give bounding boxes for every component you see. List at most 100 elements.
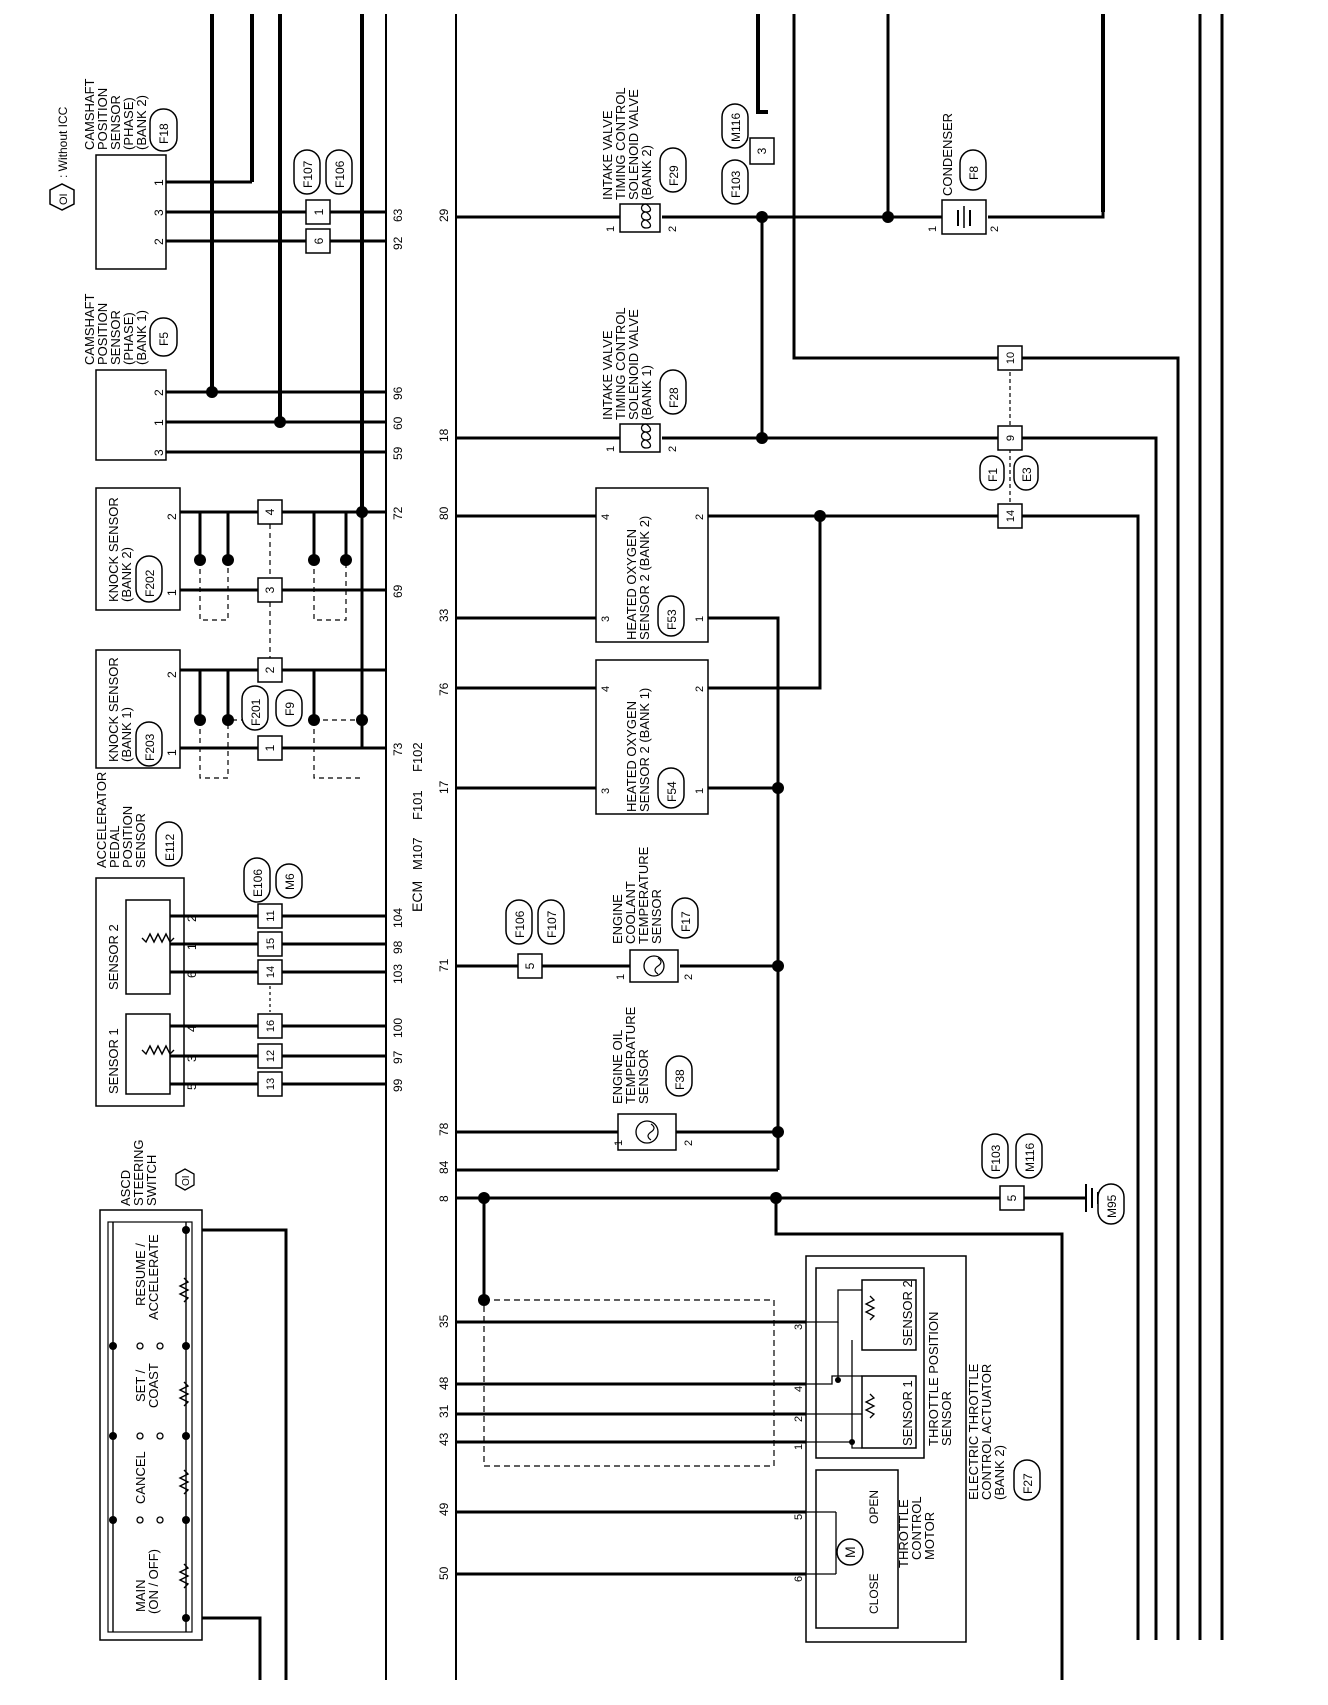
svg-text:F107: F107: [301, 160, 315, 188]
svg-text:2: 2: [165, 513, 179, 520]
ascd-wires: [202, 1228, 288, 1680]
ecm-connector-m107: M107: [410, 837, 425, 870]
svg-text:F103: F103: [989, 1144, 1003, 1172]
svg-text:14: 14: [265, 966, 277, 978]
svg-text:76: 76: [437, 682, 451, 696]
joint-f107-f106: 1 6 F107 F106: [293, 149, 353, 254]
svg-text:43: 43: [437, 1432, 451, 1446]
ho2s-bank1: HEATED OXYGEN SENSOR 2 (BANK 1) F54 4 3 …: [595, 659, 709, 815]
camshaft-wires: [166, 180, 386, 454]
camshaft-bank1-connector: F5: [157, 332, 171, 346]
ground-icon: [1085, 1184, 1099, 1212]
svg-text:2: 2: [152, 389, 166, 396]
svg-text:69: 69: [391, 584, 405, 598]
svg-text:4: 4: [600, 514, 612, 520]
svg-text:STEERING: STEERING: [131, 1140, 146, 1206]
svg-text:72: 72: [391, 506, 405, 520]
knock-sensor-bank2: KNOCK SENSOR (BANK 2) F202 2 1: [95, 487, 181, 611]
svg-text:M6: M6: [283, 873, 297, 890]
svg-text:3: 3: [152, 209, 166, 216]
svg-text:SENSOR: SENSOR: [133, 813, 148, 868]
joint-f106-f107-ect: 5 F106 F107: [505, 899, 565, 979]
joint-f201-f9: 4 3 2 1 F201 F9: [241, 499, 303, 761]
svg-text:98: 98: [391, 940, 405, 954]
svg-text:3: 3: [600, 616, 612, 622]
svg-text:ENGINE OIL: ENGINE OIL: [610, 1030, 625, 1104]
camshaft-sensor-bank1: CAMSHAFT POSITION SENSOR (PHASE) (BANK 1…: [82, 293, 178, 461]
knock-shield: [199, 524, 362, 779]
svg-text:F28: F28: [667, 387, 681, 408]
svg-text:2: 2: [152, 238, 166, 245]
svg-text:F201: F201: [249, 698, 263, 726]
svg-text:INTAKE VALVE: INTAKE VALVE: [600, 330, 615, 420]
svg-text:1: 1: [152, 179, 166, 186]
svg-text:5: 5: [1005, 1194, 1019, 1201]
ect-sensor: ENGINE COOLANT TEMPERATURE SENSOR F17 1 …: [610, 846, 699, 983]
camshaft-sensor-bank2: CAMSHAFT POSITION SENSOR (PHASE) (BANK 2…: [82, 78, 178, 270]
svg-text:2: 2: [989, 226, 1001, 232]
svg-text:OPEN: OPEN: [867, 1490, 881, 1524]
svg-text:F53: F53: [665, 609, 679, 630]
svg-text:(BANK 2): (BANK 2): [134, 95, 149, 150]
svg-text:TEMPERATURE: TEMPERATURE: [623, 1006, 638, 1104]
joint-e106-m6: 11 15 14 16 12 13 E106 M6: [243, 857, 303, 1097]
svg-text:(PHASE): (PHASE): [121, 97, 136, 150]
svg-text:F38: F38: [673, 1069, 687, 1090]
svg-text:80: 80: [437, 506, 451, 520]
svg-text:SENSOR: SENSOR: [108, 310, 123, 365]
svg-text:RESUME /: RESUME /: [133, 1243, 148, 1306]
camshaft-bank2-connector: F18: [157, 123, 171, 144]
svg-text:CAMSHAFT: CAMSHAFT: [82, 78, 97, 150]
svg-text:(BANK 2): (BANK 2): [119, 547, 134, 602]
svg-text:31: 31: [437, 1404, 451, 1418]
ecm-label: ECM: [409, 881, 425, 912]
svg-text:CONDENSER: CONDENSER: [940, 113, 955, 196]
svg-text:POSITION: POSITION: [95, 303, 110, 365]
svg-text:14: 14: [1005, 510, 1017, 522]
svg-text:5: 5: [793, 1514, 805, 1520]
svg-text:SOLENOID VALVE: SOLENOID VALVE: [626, 309, 641, 420]
joint-f1-e3: 10 9 14 F1 E3: [979, 345, 1039, 529]
svg-text:CONTROL ACTUATOR: CONTROL ACTUATOR: [979, 1364, 994, 1500]
svg-text:CONTROL: CONTROL: [909, 1496, 924, 1560]
svg-text:SENSOR 2: SENSOR 2: [106, 924, 121, 990]
svg-text:F17: F17: [679, 911, 693, 932]
svg-text:E106: E106: [251, 869, 265, 897]
svg-text:92: 92: [391, 236, 405, 250]
svg-text:KNOCK SENSOR: KNOCK SENSOR: [106, 497, 121, 602]
svg-text:18: 18: [437, 428, 451, 442]
joint-f103-m116-ivt: 3 M116 F103: [721, 103, 775, 205]
svg-text:3: 3: [263, 586, 277, 593]
knock-wires: [180, 510, 386, 750]
svg-text:35: 35: [437, 1314, 451, 1328]
svg-text:M95: M95: [1105, 1194, 1119, 1218]
svg-text:(BANK 2): (BANK 2): [992, 1445, 1007, 1500]
svg-text:ACCELERATE: ACCELERATE: [146, 1234, 161, 1320]
ecm-terminals-right: 29 18 80 33 76 17 71 78 84 8 35 48 31 43…: [437, 208, 451, 1580]
svg-text:SENSOR: SENSOR: [636, 1049, 651, 1104]
ecm-terminals-left: 63 92 96 60 59 72 69 73 104 98 103 100 9…: [391, 208, 405, 1092]
svg-text:3: 3: [793, 1324, 805, 1330]
svg-text:ACCELERATOR: ACCELERATOR: [94, 772, 109, 868]
eot-sensor: ENGINE OIL TEMPERATURE SENSOR F38 1 2: [610, 1006, 695, 1151]
svg-text:(PHASE): (PHASE): [121, 312, 136, 365]
svg-text:2: 2: [694, 514, 706, 520]
svg-text:103: 103: [391, 964, 405, 984]
svg-text:1: 1: [185, 943, 199, 950]
svg-text:COOLANT: COOLANT: [623, 881, 638, 944]
svg-text:M116: M116: [729, 113, 743, 142]
svg-text:TIMING CONTROL: TIMING CONTROL: [613, 307, 628, 420]
top-feed-lines: [210, 14, 1105, 510]
svg-text:F54: F54: [665, 781, 679, 802]
svg-text:F9: F9: [283, 702, 297, 716]
svg-text:(BANK 1): (BANK 1): [639, 365, 654, 420]
svg-text:33: 33: [437, 608, 451, 622]
svg-text:CANCEL: CANCEL: [133, 1451, 148, 1504]
svg-text:3: 3: [185, 1055, 199, 1062]
svg-text:13: 13: [265, 1078, 277, 1090]
svg-text:ELECTRIC THROTTLE: ELECTRIC THROTTLE: [966, 1363, 981, 1500]
svg-text:1: 1: [613, 1140, 625, 1146]
svg-text:SENSOR: SENSOR: [939, 1391, 954, 1446]
svg-text:16: 16: [265, 1020, 277, 1032]
